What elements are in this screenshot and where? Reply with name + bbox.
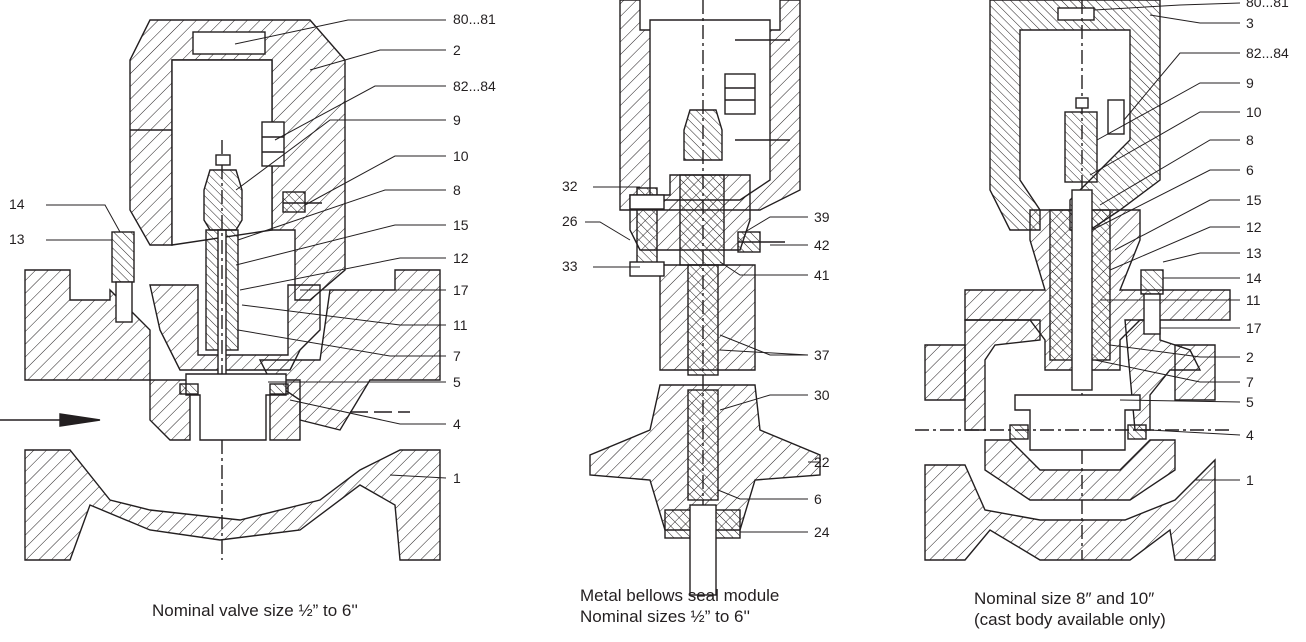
part-label: 2 (453, 42, 461, 58)
valve-drawing-small (0, 19, 441, 561)
part-label: 9 (453, 112, 461, 128)
part-label: 15 (453, 217, 469, 233)
part-label: 22 (814, 454, 830, 470)
part-label: 37 (814, 347, 830, 363)
part-label: 5 (453, 374, 461, 390)
part-label: 15 (1246, 192, 1262, 208)
part-label: 14 (1246, 270, 1262, 286)
caption-line: Metal bellows seal module (580, 586, 780, 605)
figure-3-caption: Nominal size 8″ and 10″ (cast body avail… (974, 588, 1166, 630)
part-label: 3 (1246, 15, 1254, 31)
part-label: 26 (562, 213, 578, 229)
part-label: 24 (814, 524, 830, 540)
part-label: 10 (453, 148, 469, 164)
part-label: 17 (1246, 320, 1262, 336)
part-label: 2 (1246, 349, 1254, 365)
leader-lines-fig1 (46, 19, 447, 479)
part-label: 4 (1246, 427, 1254, 443)
part-label: 10 (1246, 104, 1262, 120)
bellows-seal-drawing (589, 0, 821, 600)
caption-line: Nominal sizes ½” to 6'' (580, 607, 750, 626)
part-label: 8 (1246, 132, 1254, 148)
figure-2-caption: Metal bellows seal module Nominal sizes … (580, 585, 779, 627)
leader-lines-fig2 (585, 186, 820, 533)
part-label: 4 (453, 416, 461, 432)
part-label: 13 (1246, 245, 1262, 261)
part-label: 11 (1246, 292, 1261, 308)
part-label: 1 (1246, 472, 1254, 488)
caption-line: Nominal valve size ½” to 6'' (152, 601, 358, 620)
figure-1-caption: Nominal valve size ½” to 6'' (152, 600, 358, 621)
part-label: 7 (1246, 374, 1254, 390)
part-label: 9 (1246, 75, 1254, 91)
part-label: 11 (453, 317, 468, 333)
part-label: 14 (9, 196, 25, 212)
part-label: 42 (814, 237, 830, 253)
part-label: 80...81 (1246, 0, 1289, 10)
part-label: 6 (1246, 162, 1254, 178)
part-label: 32 (562, 178, 578, 194)
caption-line: Nominal size 8″ and 10″ (974, 589, 1155, 608)
leader-lines-fig3 (1089, 2, 1241, 481)
part-label: 1 (453, 470, 461, 486)
part-label: 82...84 (453, 78, 496, 94)
part-label: 41 (814, 267, 830, 283)
part-label: 82...84 (1246, 45, 1289, 61)
part-label: 7 (453, 348, 461, 364)
part-label: 12 (1246, 219, 1262, 235)
valve-drawing-large (915, 0, 1231, 561)
part-label: 17 (453, 282, 469, 298)
part-label: 30 (814, 387, 830, 403)
part-label: 12 (453, 250, 469, 266)
part-label: 39 (814, 209, 830, 225)
part-label: 8 (453, 182, 461, 198)
part-label: 80...81 (453, 11, 496, 27)
caption-line: (cast body available only) (974, 610, 1166, 629)
part-label: 13 (9, 231, 25, 247)
part-label: 5 (1246, 394, 1254, 410)
part-label: 6 (814, 491, 822, 507)
part-label: 33 (562, 258, 578, 274)
